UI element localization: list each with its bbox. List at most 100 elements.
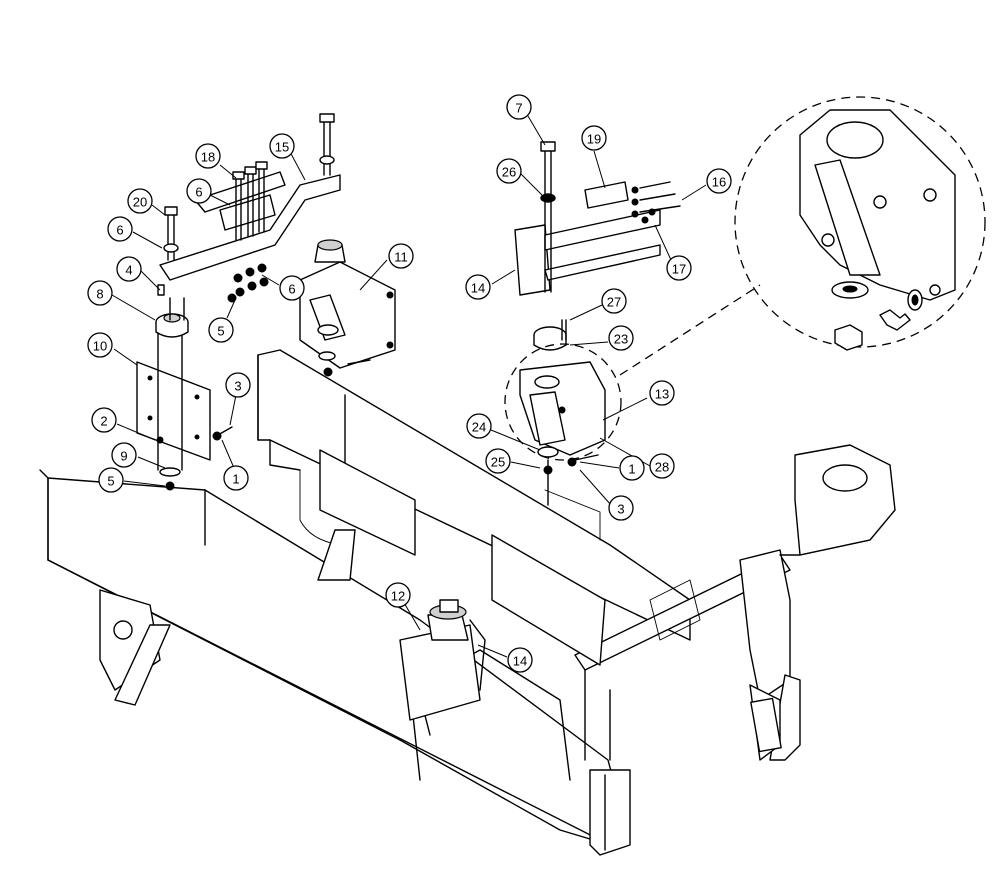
callout-bubble bbox=[608, 495, 634, 521]
callout-label: 18 bbox=[201, 150, 215, 165]
callout-c8: 8 bbox=[87, 280, 113, 306]
callout-bubble bbox=[223, 465, 249, 491]
callout-bubble bbox=[506, 94, 532, 120]
callout-bubble bbox=[385, 582, 411, 608]
callout-c11: 11 bbox=[388, 243, 414, 269]
callout-label: 5 bbox=[107, 474, 114, 489]
bracket-11 bbox=[299, 239, 396, 369]
callout-bubble bbox=[388, 243, 414, 269]
callout-c6c: 6 bbox=[279, 275, 305, 301]
detail-view bbox=[504, 96, 986, 461]
callout-c14a: 14 bbox=[465, 274, 491, 300]
callout-c2: 2 bbox=[91, 407, 117, 433]
callout-c1b: 1 bbox=[223, 465, 249, 491]
callout-c25: 25 bbox=[485, 448, 511, 474]
callout-label: 28 bbox=[655, 460, 669, 475]
callout-bubble bbox=[466, 413, 492, 439]
callout-label: 14 bbox=[471, 281, 485, 296]
lower-isolator bbox=[427, 599, 486, 691]
callout-label: 7 bbox=[515, 101, 522, 116]
callout-c4: 4 bbox=[116, 256, 142, 282]
callout-c16: 16 bbox=[706, 168, 732, 194]
callout-c27: 27 bbox=[601, 288, 627, 314]
callout-label: 26 bbox=[502, 165, 516, 180]
callout-c14b: 14 bbox=[507, 647, 533, 673]
callout-bubble bbox=[601, 288, 627, 314]
callout-c5a: 5 bbox=[208, 317, 234, 343]
callout-c10: 10 bbox=[87, 332, 113, 358]
callout-c1a: 1 bbox=[619, 455, 645, 481]
callout-bubble bbox=[666, 255, 692, 281]
leader-lines bbox=[111, 115, 707, 658]
callout-bubble bbox=[496, 158, 522, 184]
callout-label: 1 bbox=[232, 472, 239, 487]
callout-label: 2 bbox=[100, 414, 107, 429]
callout-bubble bbox=[581, 125, 607, 151]
callout-bubble bbox=[107, 216, 133, 242]
callout-c23: 23 bbox=[608, 325, 634, 351]
callout-bubble bbox=[649, 380, 675, 406]
callout-label: 15 bbox=[275, 140, 289, 155]
callout-bubble bbox=[127, 188, 153, 214]
callout-label: 1 bbox=[628, 462, 635, 477]
callout-label: 14 bbox=[513, 654, 527, 669]
callout-c19: 19 bbox=[581, 125, 607, 151]
callout-label: 11 bbox=[394, 250, 408, 265]
callout-bubble bbox=[98, 467, 124, 493]
callout-label: 25 bbox=[491, 455, 505, 470]
callout-c6a: 6 bbox=[186, 178, 212, 204]
callout-label: 6 bbox=[288, 282, 295, 297]
callout-bubble bbox=[87, 280, 113, 306]
callout-c5b: 5 bbox=[98, 467, 124, 493]
callout-bubble bbox=[91, 407, 117, 433]
callout-label: 13 bbox=[655, 387, 669, 402]
callout-bubble bbox=[465, 274, 491, 300]
callout-c28: 28 bbox=[649, 453, 675, 479]
callout-label: 20 bbox=[133, 195, 147, 210]
callout-label: 3 bbox=[234, 379, 241, 394]
callout-bubble bbox=[706, 168, 732, 194]
callout-c3a: 3 bbox=[608, 495, 634, 521]
callout-bubble bbox=[195, 143, 221, 169]
callout-label: 4 bbox=[125, 263, 132, 278]
callout-c13: 13 bbox=[649, 380, 675, 406]
callout-bubble bbox=[225, 372, 251, 398]
callout-label: 19 bbox=[587, 132, 601, 147]
callout-c26: 26 bbox=[496, 158, 522, 184]
callout-bubble bbox=[649, 453, 675, 479]
callout-bubble bbox=[619, 455, 645, 481]
callout-label: 23 bbox=[614, 332, 628, 347]
callout-label: 3 bbox=[617, 502, 624, 517]
callout-label: 16 bbox=[712, 175, 726, 190]
callout-bubble bbox=[269, 133, 295, 159]
callout-c9: 9 bbox=[111, 442, 137, 468]
callout-bubble bbox=[116, 256, 142, 282]
callout-c6b: 6 bbox=[107, 216, 133, 242]
callout-label: 6 bbox=[116, 223, 123, 238]
callout-bubble bbox=[279, 275, 305, 301]
callout-label: 27 bbox=[607, 295, 621, 310]
callout-bubble bbox=[208, 317, 234, 343]
bracket-14-upper bbox=[514, 181, 661, 296]
callout-label: 6 bbox=[195, 185, 202, 200]
callout-label: 10 bbox=[93, 339, 107, 354]
main-frame bbox=[39, 329, 896, 856]
callout-c17: 17 bbox=[666, 255, 692, 281]
callout-bubble bbox=[608, 325, 634, 351]
callout-label: 8 bbox=[96, 287, 103, 302]
callout-c20: 20 bbox=[127, 188, 153, 214]
callout-label: 12 bbox=[391, 589, 405, 604]
callout-c15: 15 bbox=[269, 133, 295, 159]
callout-bubble bbox=[507, 647, 533, 673]
callout-c24: 24 bbox=[466, 413, 492, 439]
callout-c7: 7 bbox=[506, 94, 532, 120]
callout-c18: 18 bbox=[195, 143, 221, 169]
callout-bubble bbox=[485, 448, 511, 474]
callout-label: 24 bbox=[472, 420, 486, 435]
callout-bubble bbox=[186, 178, 212, 204]
bracket-13 bbox=[519, 326, 606, 456]
callout-label: 9 bbox=[120, 449, 127, 464]
callout-bubble bbox=[111, 442, 137, 468]
